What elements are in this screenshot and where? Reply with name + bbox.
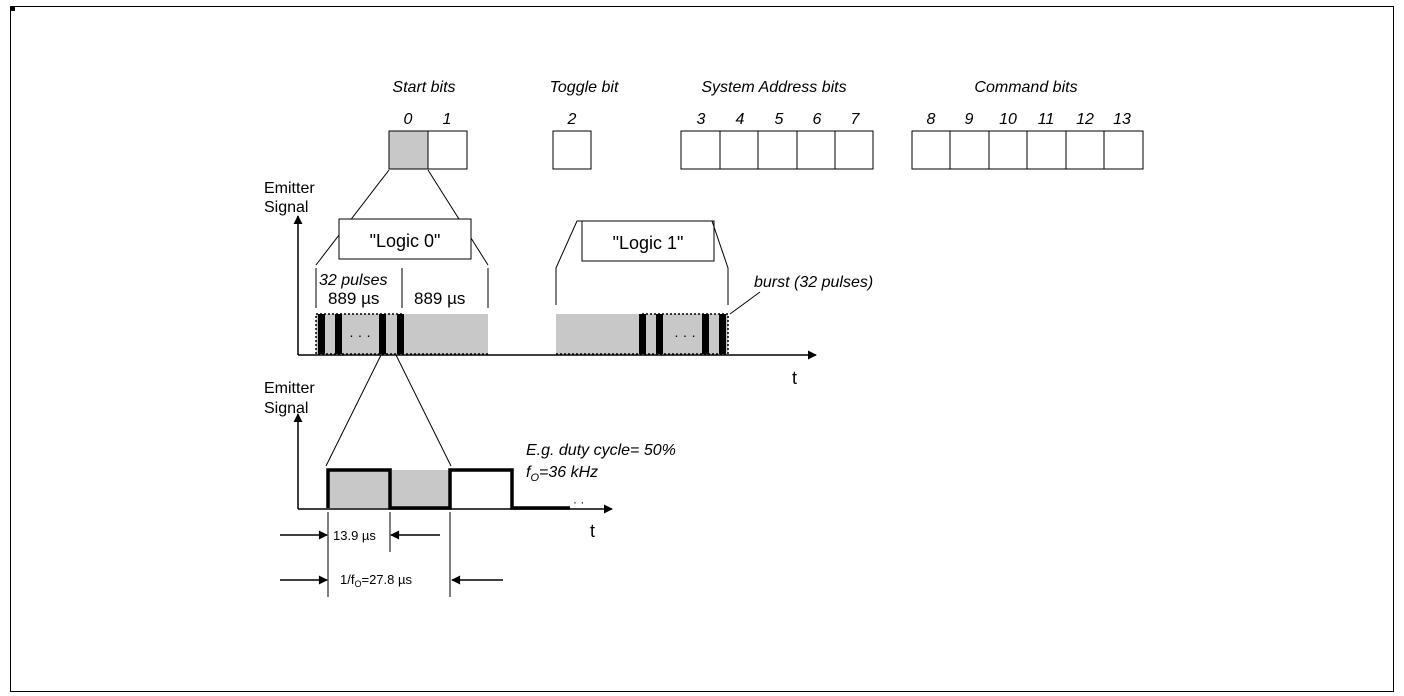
bit-number: 10 [999,111,1017,128]
dim-half-label: 13.9 µs [333,528,376,543]
bit-number: 6 [813,111,822,128]
emitter-label-bottom-line2: Signal [264,400,308,417]
bit-box-3 [680,130,721,170]
axis-t-lower: t [590,521,595,541]
bit-number: 11 [1038,111,1055,128]
bit-number: 1 [443,111,452,128]
logic0-space-region [402,314,488,354]
duty-cycle-label: E.g. duty cycle= 50% [526,442,676,459]
label-start-bits: Start bits [392,79,455,96]
bit-box-6 [796,130,836,170]
ellipsis-logic0: · · · [349,327,371,343]
logic0-waveform: · · · [315,313,488,355]
half-bit-label-2: 889 µs [414,289,465,308]
logic1-bracket-left [555,220,582,305]
bit-box-11 [1026,130,1067,170]
emitter-label-top-line1: Emitter [264,180,315,197]
logic1-waveform: · · · [556,313,729,355]
half-bit-label-1: 889 µs [328,289,379,308]
pulse-bar [656,314,663,354]
bit-number: 0 [404,111,413,128]
bit-number: 13 [1113,111,1131,128]
bit-number: 5 [775,111,784,128]
pulse-bar [719,314,726,354]
bit-number: 12 [1076,111,1094,128]
bit-box-8 [911,130,951,170]
bit-box-13 [1103,130,1144,170]
logic1-box [581,220,715,262]
bit-box-9 [949,130,990,170]
bit-box-1 [427,130,468,170]
pulses-label: 32 pulses [319,272,388,289]
bit-numbers: 0 1 2 3 4 5 6 7 8 9 10 11 12 13 [404,111,1131,128]
bit-box-7 [834,130,874,170]
bit-box-4 [719,130,759,170]
pulse-bar [397,314,404,354]
pulse-bar [379,314,386,354]
bit-box-2 [552,130,592,170]
bit-number: 3 [697,111,706,128]
figure-frame [10,6,1394,692]
zoom-line-carrier-left [325,354,382,467]
ellipsis-logic1: · · · [674,327,696,343]
pulse-bar [318,314,325,354]
bit-number: 7 [851,111,861,128]
bit-box-5 [757,130,798,170]
emitter-label-bottom-line1: Emitter [264,380,315,397]
label-command-bits: Command bits [974,79,1077,96]
bit-boxes [388,130,1144,170]
bit-number: 9 [965,111,974,128]
burst-leader-line [729,291,761,315]
carrier-ellipsis: · · [573,495,584,509]
logic1-label: "Logic 1" [613,233,684,253]
logic0-label: "Logic 0" [370,231,441,251]
carrier-square-wave [326,468,570,510]
burst-label: burst (32 pulses) [754,274,873,291]
logic0-box [338,218,472,260]
label-toggle-bit: Toggle bit [550,79,619,96]
bit-box-12 [1065,130,1105,170]
zoom-line-left [315,169,390,266]
logic1-space-region [556,314,642,354]
pulse-bar [335,314,342,354]
emitter-label-top-line2: Signal [264,199,308,216]
dim-period-label: 1/fO=27.8 µs [340,572,412,589]
zoom-line-right [427,169,489,266]
bit-box-10 [988,130,1028,170]
pulse-bar [702,314,709,354]
bit-number: 2 [567,111,577,128]
zoom-line-carrier-right [395,354,452,467]
bit-number: 8 [927,111,936,128]
axis-t-upper: t [792,368,797,388]
pulse-bar [639,314,646,354]
carrier-frequency-label: fO=36 kHz [526,464,598,484]
bit-box-0 [388,130,429,170]
bit-number: 4 [736,111,745,128]
logic1-bracket-right [711,220,729,305]
corner-mark [11,7,15,11]
carrier-waveform: · · [326,468,584,510]
label-system-address-bits: System Address bits [701,79,846,96]
